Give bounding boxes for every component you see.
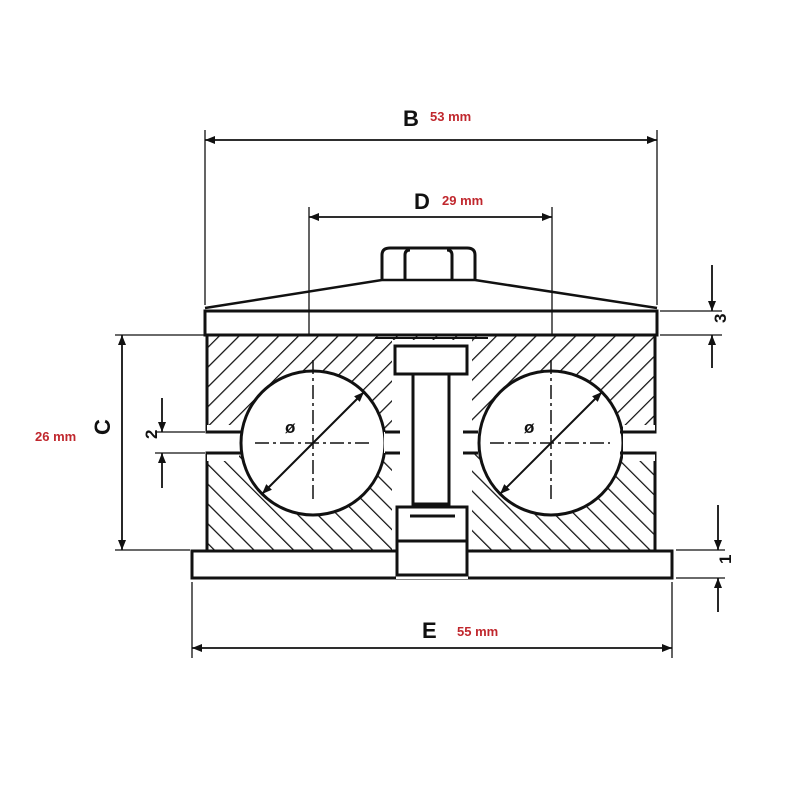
extension-lines	[115, 130, 725, 658]
dim-label-gap: 2	[142, 430, 161, 439]
hex-nut	[380, 246, 477, 280]
dim-label-top-plate: 3	[711, 314, 730, 323]
diameter-lines	[261, 391, 603, 495]
dim-value-e: 55 mm	[457, 624, 498, 639]
dim-label-base-plate: 1	[716, 555, 735, 564]
top-plate	[203, 309, 659, 337]
dim-value-d: 29 mm	[442, 193, 483, 208]
dim-value-c: 26 mm	[35, 429, 76, 444]
diameter-symbol-left: ø	[285, 418, 296, 437]
diameter-symbol-right: ø	[524, 418, 535, 437]
dim-label-c: C	[90, 419, 115, 435]
dim-label-b: B	[403, 106, 419, 131]
dim-label-e: E	[422, 618, 437, 643]
dim-value-b: 53 mm	[430, 109, 471, 124]
dim-label-d: D	[414, 189, 430, 214]
cover-cone	[204, 278, 658, 310]
